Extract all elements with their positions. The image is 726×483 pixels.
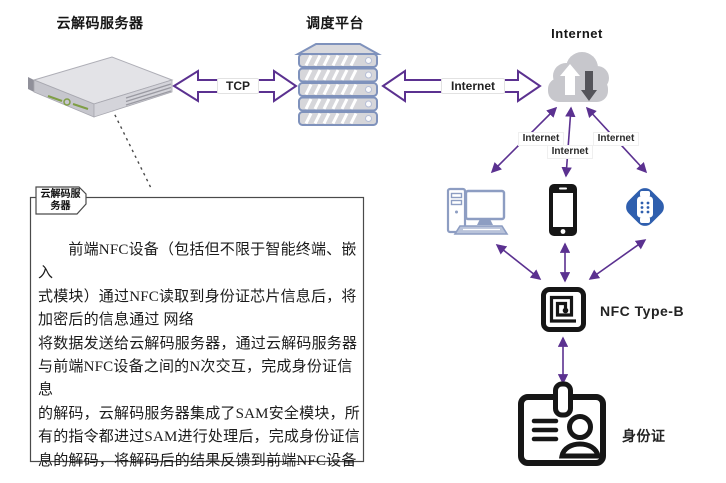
decoder-server-title: 云解码服务器 bbox=[56, 15, 144, 31]
dispatch-platform-title: 调度平台 bbox=[306, 15, 364, 31]
server-logo-mark bbox=[47, 95, 89, 110]
platform-cloud-link-label: Internet bbox=[441, 78, 505, 94]
callout-tab bbox=[35, 186, 87, 215]
callout-tab-label: 云解码服 务器 bbox=[40, 189, 81, 212]
cloud-updown-icon bbox=[548, 52, 609, 102]
cloud-computer-link-label: Internet bbox=[519, 133, 563, 145]
callout-leader-line bbox=[111, 108, 152, 189]
desktop-computer-icon bbox=[446, 187, 509, 235]
id-badge-icon bbox=[518, 381, 606, 466]
id-card-label: 身份证 bbox=[622, 428, 666, 444]
rack-server-icon bbox=[28, 56, 174, 118]
cloud-down-arrow bbox=[581, 71, 597, 101]
nfc-coil-icon bbox=[541, 287, 586, 332]
tcp-link-label: TCP bbox=[217, 78, 259, 94]
internet-cloud-title: Internet bbox=[551, 26, 603, 41]
cloud-phone-arrow bbox=[561, 106, 576, 178]
callout-box bbox=[29, 196, 365, 463]
cloud-phone-link-label: Internet bbox=[548, 146, 592, 158]
smartphone-icon bbox=[549, 184, 577, 236]
server-stack-icon bbox=[294, 43, 382, 127]
cloud-watch-link-label: Internet bbox=[594, 133, 638, 145]
smartwatch-icon bbox=[626, 188, 664, 226]
cloud-up-arrow bbox=[560, 64, 580, 95]
nfc-label: NFC Type-B bbox=[600, 303, 685, 319]
watch-nfc-arrow bbox=[588, 239, 647, 280]
callout-body-text: 前端NFC设备（包括但不限于智能终端、嵌入 式模块）通过NFC读取到身份证芯片信… bbox=[38, 242, 360, 483]
computer-nfc-arrow bbox=[495, 244, 542, 280]
